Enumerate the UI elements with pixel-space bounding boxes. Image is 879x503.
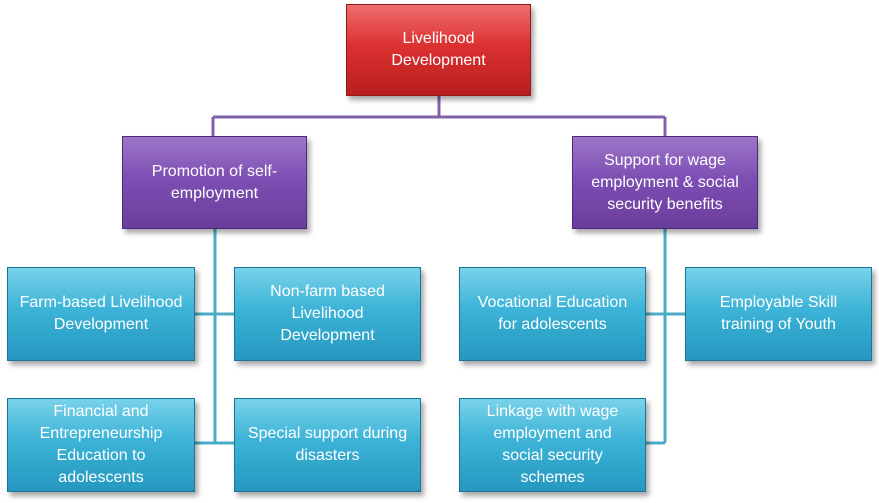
leaf-node-farm-based: Farm-based Livelihood Development [7, 267, 195, 361]
leaf-node-label: Special support during disasters [247, 425, 408, 464]
leaf-node-label: Financial and Entrepreneurship Education… [39, 403, 163, 486]
branch-node-self-employment: Promotion of self- employment [122, 136, 307, 229]
leaf-node-label: Linkage with wage employment and social … [486, 403, 619, 486]
left-branch-connectors [195, 229, 234, 445]
branch-node-wage-employment: Support for wage employment & social sec… [572, 136, 758, 229]
branch-node-label: Promotion of self- employment [151, 162, 278, 202]
branch-node-label: Support for wage employment & social sec… [591, 151, 739, 213]
right-branch-connectors [646, 229, 685, 445]
root-node-label: Livelihood Development [391, 30, 486, 69]
leaf-node-label: Farm-based Livelihood Development [19, 294, 183, 333]
leaf-node-label: Non-farm based Livelihood Development [270, 283, 385, 344]
leaf-node-special-support: Special support during disasters [234, 398, 421, 492]
leaf-node-label: Employable Skill training of Youth [719, 294, 838, 333]
leaf-node-financial-education: Financial and Entrepreneurship Education… [7, 398, 195, 492]
leaf-node-employable-skill: Employable Skill training of Youth [685, 267, 872, 361]
leaf-node-linkage-wage-employment: Linkage with wage employment and social … [459, 398, 646, 492]
leaf-node-vocational-education: Vocational Education for adolescents [459, 267, 646, 361]
leaf-node-label: Vocational Education for adolescents [477, 294, 628, 333]
root-node: Livelihood Development [346, 4, 531, 96]
leaf-node-non-farm-based: Non-farm based Livelihood Development [234, 267, 421, 361]
root-connectors [211, 96, 667, 136]
